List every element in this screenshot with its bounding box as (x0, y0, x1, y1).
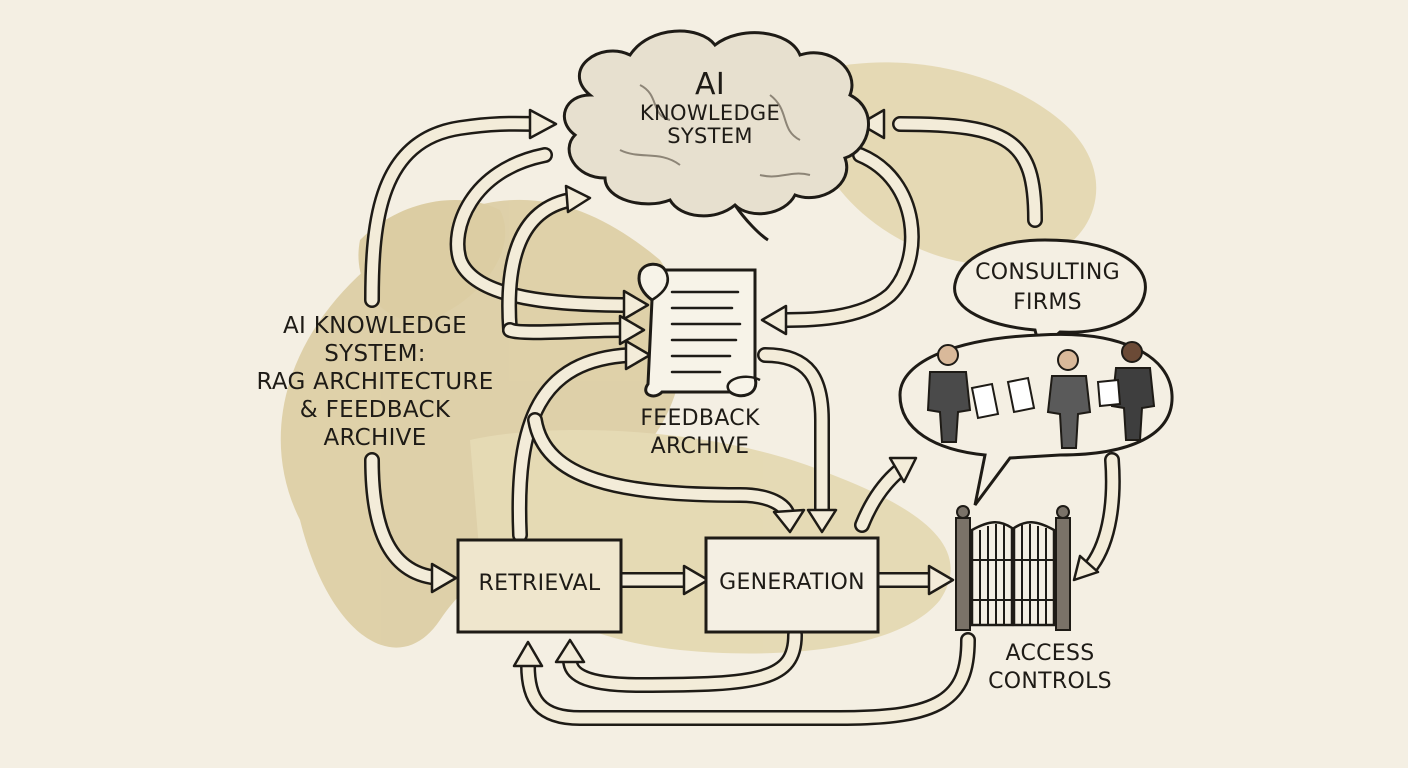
flow-arrows (364, 108, 1121, 726)
arrow-archive-to-cloud (501, 184, 592, 338)
gate-icon (955, 505, 1071, 631)
cloud-icon (562, 29, 870, 242)
cloud-label: AI KNOWLEDGE SYSTEM (625, 68, 795, 149)
speech-bubble-icon (898, 238, 1174, 506)
arrow-into-archive (502, 314, 646, 346)
arrow-archive-to-generation (757, 347, 838, 534)
people-icon (926, 341, 1156, 449)
access-controls-line1: ACCESS (1005, 641, 1095, 666)
retrieval-box (456, 538, 623, 634)
generation-label: GENERATION (719, 570, 865, 595)
arrow-generation-to-retrieval (554, 627, 803, 693)
consulting-label: CONSULTING FIRMS (955, 258, 1140, 318)
arrow-retrieval-to-generation-top (527, 412, 806, 534)
feedback-archive-line2: ARCHIVE (650, 434, 750, 459)
scroll-icon (637, 262, 761, 398)
arrow-consulting-to-gate (1072, 452, 1121, 582)
feedback-archive-line1: FEEDBACK (640, 406, 760, 431)
arrow-side-to-cloud (364, 108, 558, 308)
side-title-line2: SYSTEM: (324, 341, 426, 367)
consulting-line2: FIRMS (1013, 290, 1082, 315)
arrow-cloud-right-to-archive (760, 147, 920, 336)
consulting-line1: CONSULTING (975, 260, 1120, 285)
arrow-gate-to-retrieval (512, 632, 976, 726)
arrow-cloud-to-archive (449, 147, 650, 321)
cloud-label-line2: KNOWLEDGE (639, 100, 781, 125)
arrow-generation-to-gate (870, 564, 955, 596)
feedback-archive-label: FEEDBACK ARCHIVE (615, 405, 785, 461)
side-title-line3: RAG ARCHITECTURE (256, 369, 494, 395)
side-title: AI KNOWLEDGE SYSTEM: RAG ARCHITECTURE & … (250, 312, 500, 452)
access-controls-label: ACCESS CONTROLS (965, 640, 1135, 696)
arrow-consulting-to-cloud (858, 108, 1043, 228)
arrow-generation-to-consulting (854, 456, 918, 533)
cloud-label-line3: SYSTEM (667, 124, 753, 149)
cloud-label-line1: AI (695, 67, 725, 102)
arrow-retrieval-to-archive (511, 339, 652, 543)
access-controls-line2: CONTROLS (988, 669, 1112, 694)
retrieval-label: RETRIEVAL (478, 571, 601, 596)
arrow-side-to-retrieval (364, 452, 458, 594)
side-title-line5: ARCHIVE (323, 425, 427, 451)
side-title-line4: & FEEDBACK (299, 397, 451, 423)
arrow-retrieval-to-generation (614, 564, 710, 596)
side-title-line1: AI KNOWLEDGE (283, 313, 467, 339)
generation-box (704, 536, 880, 634)
